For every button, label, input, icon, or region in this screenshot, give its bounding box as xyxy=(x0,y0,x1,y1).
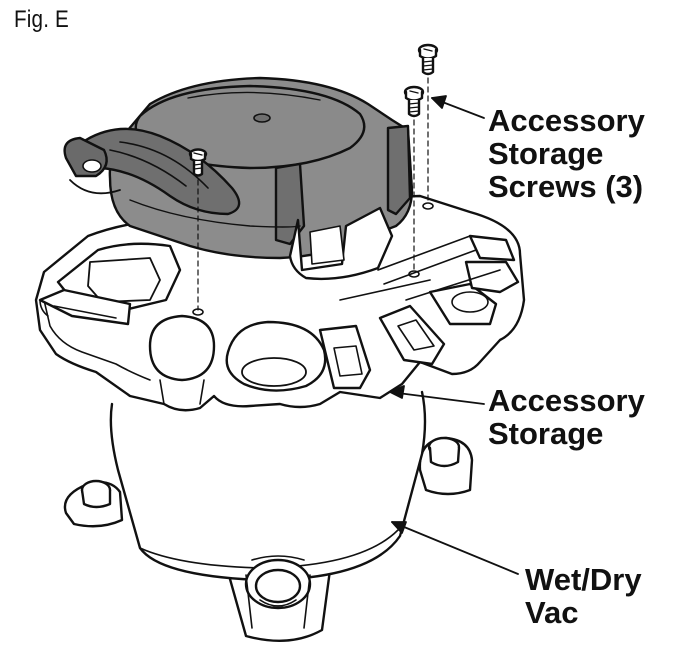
tank xyxy=(109,390,427,629)
callout-line: Wet/Dry xyxy=(525,562,642,597)
callout-accessory-storage: Accessory Storage xyxy=(488,384,645,450)
callout-line: Vac xyxy=(525,595,579,630)
leader-lines xyxy=(389,95,519,575)
callout-line: Screws (3) xyxy=(488,169,644,204)
callout-wet-dry-vac: Wet/Dry Vac xyxy=(525,563,642,629)
callout-line: Accessory xyxy=(488,383,645,418)
callout-line: Storage xyxy=(488,136,604,171)
callout-line: Accessory xyxy=(488,103,645,138)
lid-accessory-storage xyxy=(34,194,526,412)
screw-icon xyxy=(403,85,425,118)
screw-icon xyxy=(417,43,439,76)
motor-head xyxy=(63,76,414,281)
figure-label: Fig. E xyxy=(14,6,69,33)
screw-icon xyxy=(188,148,208,177)
accessory-storage-screws xyxy=(188,43,439,311)
callout-line: Storage xyxy=(488,416,604,451)
callout-accessory-storage-screws: Accessory Storage Screws (3) xyxy=(488,104,645,203)
